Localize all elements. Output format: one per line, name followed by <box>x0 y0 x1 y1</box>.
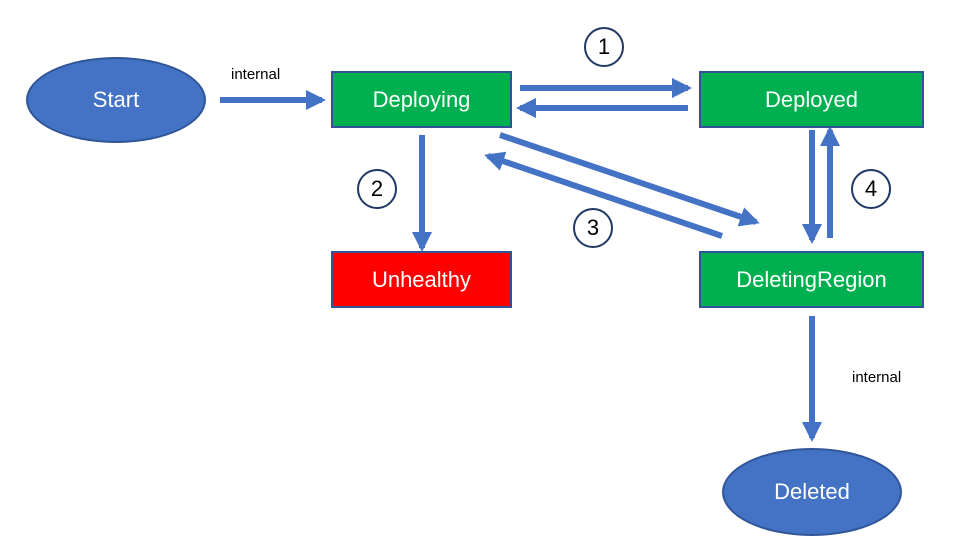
node-start: Start <box>26 57 206 143</box>
node-deleted: Deleted <box>722 448 902 536</box>
edge-deletingregion-to-deploying <box>484 151 723 239</box>
marker-2: 2 <box>357 169 397 209</box>
marker-3-label: 3 <box>586 215 600 240</box>
node-deployed-label: Deployed <box>765 86 858 112</box>
node-unhealthy-label: Unhealthy <box>371 266 472 292</box>
node-deletingregion-label: DeletingRegion <box>736 266 887 292</box>
marker-1-label: 1 <box>597 34 611 59</box>
edge-deploying-to-deletingregion <box>499 132 760 227</box>
node-unhealthy: Unhealthy <box>331 251 512 308</box>
node-start-label: Start <box>92 87 140 112</box>
marker-4: 4 <box>851 169 891 209</box>
node-deletingregion: DeletingRegion <box>699 251 924 308</box>
marker-1: 1 <box>584 27 624 67</box>
node-deploying-label: Deploying <box>372 86 471 112</box>
edge-label-deleting-deleted: internal <box>852 369 902 386</box>
node-deployed: Deployed <box>699 71 924 128</box>
edge-label-start-deploying: internal <box>231 66 281 83</box>
marker-4-label: 4 <box>864 176 878 201</box>
node-deploying: Deploying <box>331 71 512 128</box>
marker-2-label: 2 <box>370 176 384 201</box>
node-deleted-label: Deleted <box>774 479 850 504</box>
marker-3: 3 <box>573 208 613 248</box>
